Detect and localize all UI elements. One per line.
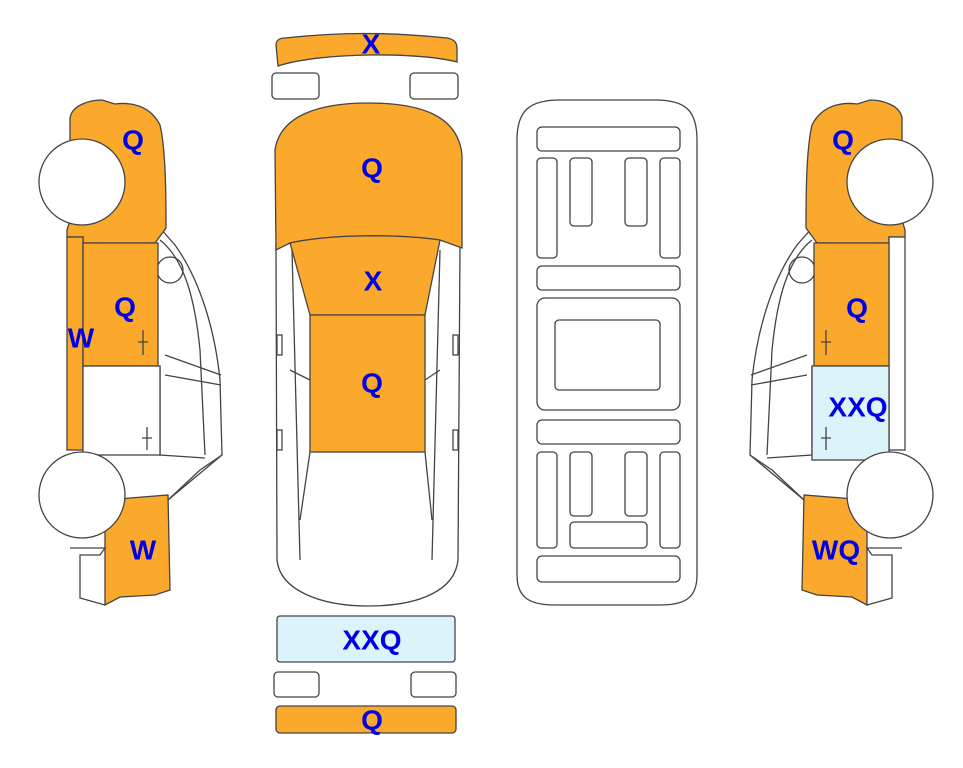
top-roof[interactable] [309, 314, 426, 453]
hood-label: Q [361, 153, 383, 184]
top-view [271, 32, 463, 734]
windshield-label: X [364, 266, 383, 297]
right-rear-door-label: XXQ [828, 392, 887, 423]
front-bumper-label: X [362, 29, 381, 60]
left-rocker-label: W [68, 323, 95, 354]
left-front-door-label: Q [114, 292, 136, 323]
right-rear-wheel [846, 451, 934, 539]
left-rear-quarter-label: W [130, 535, 157, 566]
right-front-door-label: Q [846, 293, 868, 324]
left-rear-door[interactable] [82, 365, 161, 456]
rear-panel-label: XXQ [342, 625, 401, 656]
top-rear-bumper[interactable] [275, 705, 457, 734]
top-rear-panel[interactable] [276, 615, 456, 663]
top-right-taillight [410, 671, 457, 698]
right-rear-door[interactable] [811, 365, 890, 461]
top-left-headlight [271, 72, 320, 100]
right-front-wheel [846, 138, 934, 226]
top-front-bumper[interactable] [275, 32, 458, 67]
right-rear-quarter-label: WQ [812, 535, 860, 566]
left-rear-wheel [38, 451, 126, 539]
top-windshield[interactable] [289, 235, 441, 316]
left-side-view [38, 99, 223, 607]
left-front-wheel [38, 138, 126, 226]
rear-bumper-label: Q [361, 705, 383, 736]
roof-label: Q [361, 368, 383, 399]
right-front-fender-label: Q [832, 125, 854, 156]
right-side-view [749, 99, 934, 607]
right-rocker[interactable] [888, 236, 906, 451]
top-right-headlight [409, 72, 459, 100]
top-left-taillight [273, 671, 320, 698]
left-front-fender-label: Q [122, 125, 144, 156]
left-front-door[interactable] [82, 242, 159, 367]
underside-view [516, 99, 698, 606]
